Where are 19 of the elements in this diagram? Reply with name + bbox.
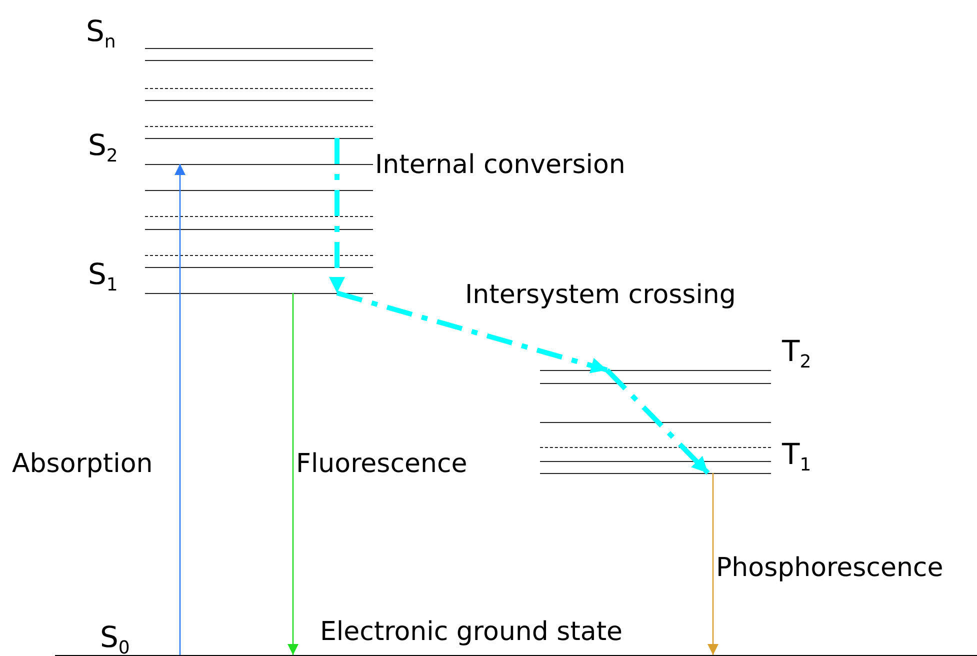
state-label: S$_{1}$ — [88, 257, 118, 296]
edge-label: Phosphorescence — [716, 553, 944, 584]
transition-arrow — [708, 473, 718, 655]
transition-arrow — [605, 368, 710, 475]
transition-arrow — [329, 138, 345, 293]
transition-arrow — [288, 293, 298, 655]
ground-level-line — [55, 655, 977, 656]
edge-label: Internal conversion — [375, 150, 626, 182]
edge-label: Fluorescence — [296, 449, 468, 480]
edge-label: Absorption — [12, 449, 153, 480]
transition-arrow — [174, 164, 186, 655]
level-caption: Electronic ground state — [320, 617, 623, 648]
state-label: S$_{2}$ — [88, 128, 118, 167]
edge-label: Intersystem crossing — [465, 280, 736, 312]
state-label: T$_{1}$ — [782, 437, 812, 476]
transition-arrow — [336, 290, 608, 374]
state-label: S$_{n}$ — [86, 14, 116, 53]
state-label: T$_{2}$ — [782, 334, 812, 373]
state-label: S$_{0}$ — [100, 620, 130, 656]
